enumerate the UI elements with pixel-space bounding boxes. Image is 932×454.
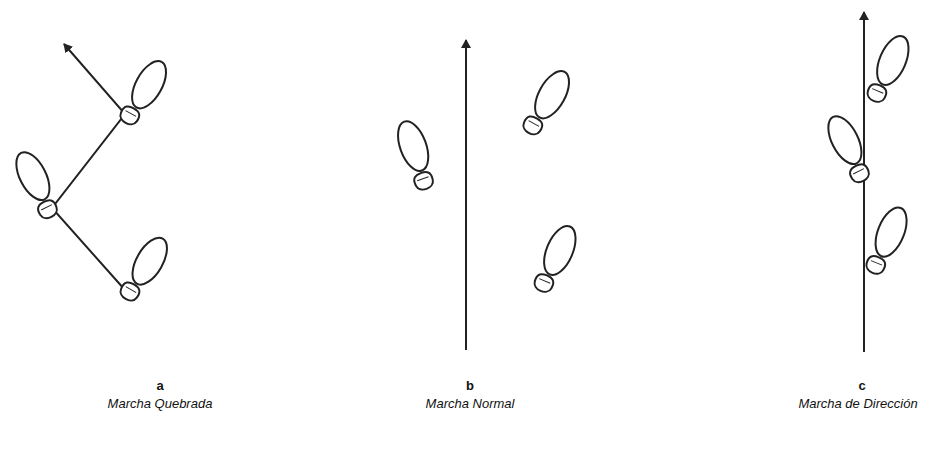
panel-caption: Marcha Normal (426, 396, 515, 412)
panel-letter: a (156, 378, 163, 394)
footprint (822, 111, 877, 186)
footprint (10, 147, 65, 222)
gait-path (52, 44, 125, 290)
panel-letter: b (466, 378, 474, 394)
footprint (116, 56, 173, 130)
footprint (519, 66, 576, 140)
panel-letter: c (858, 378, 865, 394)
footprint (116, 232, 174, 306)
panel-caption: Marcha Quebrada (108, 396, 213, 412)
footprint (863, 31, 915, 106)
footprint (862, 203, 913, 278)
panel-caption: Marcha de Dirección (798, 396, 917, 412)
direction-arrow (465, 40, 467, 350)
footprint (530, 221, 582, 296)
footprint (392, 117, 441, 192)
